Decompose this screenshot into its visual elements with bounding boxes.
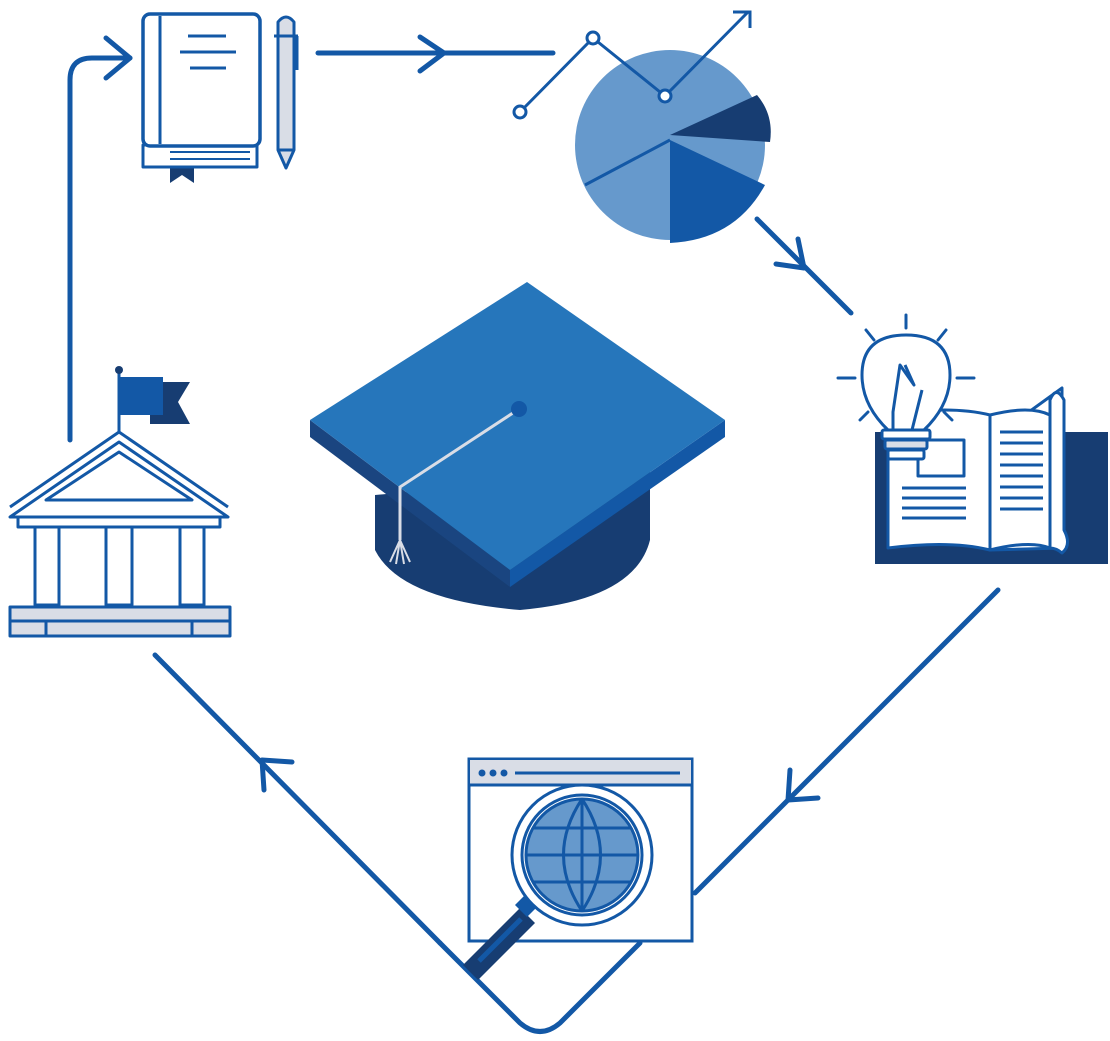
browser-dot-2 bbox=[489, 769, 497, 777]
cap-tassel-fringe bbox=[389, 539, 411, 565]
column-3 bbox=[178, 525, 206, 607]
cap-board-left-edge bbox=[310, 420, 510, 587]
graduation-cap-icon bbox=[310, 282, 725, 610]
connector-building-to-notebook bbox=[67, 55, 133, 443]
notebook-pen-icon bbox=[141, 12, 299, 183]
bulb-glass bbox=[860, 333, 952, 432]
browser-globe-search-icon bbox=[463, 757, 694, 980]
trend-point-2 bbox=[585, 30, 601, 46]
cycle-connectors bbox=[67, 34, 1001, 1034]
notebook-page-lines bbox=[170, 151, 250, 160]
building-pediment-inner bbox=[44, 450, 194, 502]
pen-icon bbox=[274, 15, 299, 170]
bulb-base-2 bbox=[883, 438, 929, 451]
pen-body bbox=[276, 15, 296, 170]
connector-lightbulb-to-browser bbox=[692, 587, 1001, 896]
notebook-cover bbox=[141, 12, 262, 148]
trend-line bbox=[518, 10, 750, 114]
cap-board-right-edge bbox=[510, 420, 725, 587]
trend-arrowhead bbox=[733, 10, 752, 28]
notebook-title-lines bbox=[180, 34, 236, 70]
cap-tassel-cord bbox=[398, 407, 520, 540]
pie-slice-mid bbox=[670, 140, 765, 243]
university-building-icon bbox=[8, 366, 232, 638]
arrowhead-lightbulb-to-browser bbox=[785, 767, 821, 803]
arrowhead-chart-to-lightbulb bbox=[773, 236, 807, 271]
browser-dot-1 bbox=[478, 769, 486, 777]
globe-icon bbox=[524, 797, 640, 913]
magnifier-ring-inner bbox=[520, 793, 644, 917]
trend-point-1 bbox=[512, 104, 528, 120]
book-right-text-lines bbox=[1000, 430, 1043, 511]
lightbulb-open-book-icon bbox=[836, 313, 1108, 564]
cap-board-top bbox=[310, 282, 725, 570]
bulb-filament bbox=[891, 363, 924, 431]
pie-divider-line bbox=[584, 138, 671, 187]
cap-button bbox=[511, 401, 527, 417]
bulb-rays bbox=[836, 313, 976, 422]
bulb-base-3 bbox=[886, 448, 926, 461]
notebook-pages bbox=[141, 143, 259, 169]
connector-browser-to-building bbox=[152, 652, 443, 946]
book-page-curl bbox=[1048, 391, 1069, 555]
building-base-step bbox=[44, 621, 194, 636]
pie-slice-dark bbox=[670, 95, 771, 142]
trend-point-3 bbox=[657, 88, 673, 104]
book-left-text-lines bbox=[902, 486, 966, 520]
building-base-bottom bbox=[8, 619, 232, 638]
lightbulb-icon bbox=[836, 313, 976, 461]
flag-pole-knob bbox=[115, 366, 123, 374]
arrowhead-to-building bbox=[259, 757, 295, 793]
building-columns bbox=[33, 525, 206, 607]
magnifier-handle-stripe bbox=[477, 917, 523, 963]
flag-cloth bbox=[119, 377, 163, 415]
bulb-base bbox=[880, 428, 932, 441]
building-wall-lines bbox=[57, 527, 182, 605]
column-1 bbox=[33, 525, 61, 607]
building-base-top bbox=[8, 605, 232, 623]
flag-icon bbox=[115, 366, 190, 440]
arrowhead-notebook-to-chart bbox=[417, 34, 447, 74]
arrowhead-to-notebook bbox=[103, 35, 133, 81]
pie-chart-trend-icon bbox=[512, 10, 771, 243]
connector-browser-bottom-loop bbox=[437, 940, 643, 1034]
pen-clip bbox=[274, 34, 299, 152]
globe-meridians bbox=[526, 798, 638, 912]
column-2 bbox=[104, 525, 134, 607]
browser-dot-3 bbox=[500, 769, 508, 777]
